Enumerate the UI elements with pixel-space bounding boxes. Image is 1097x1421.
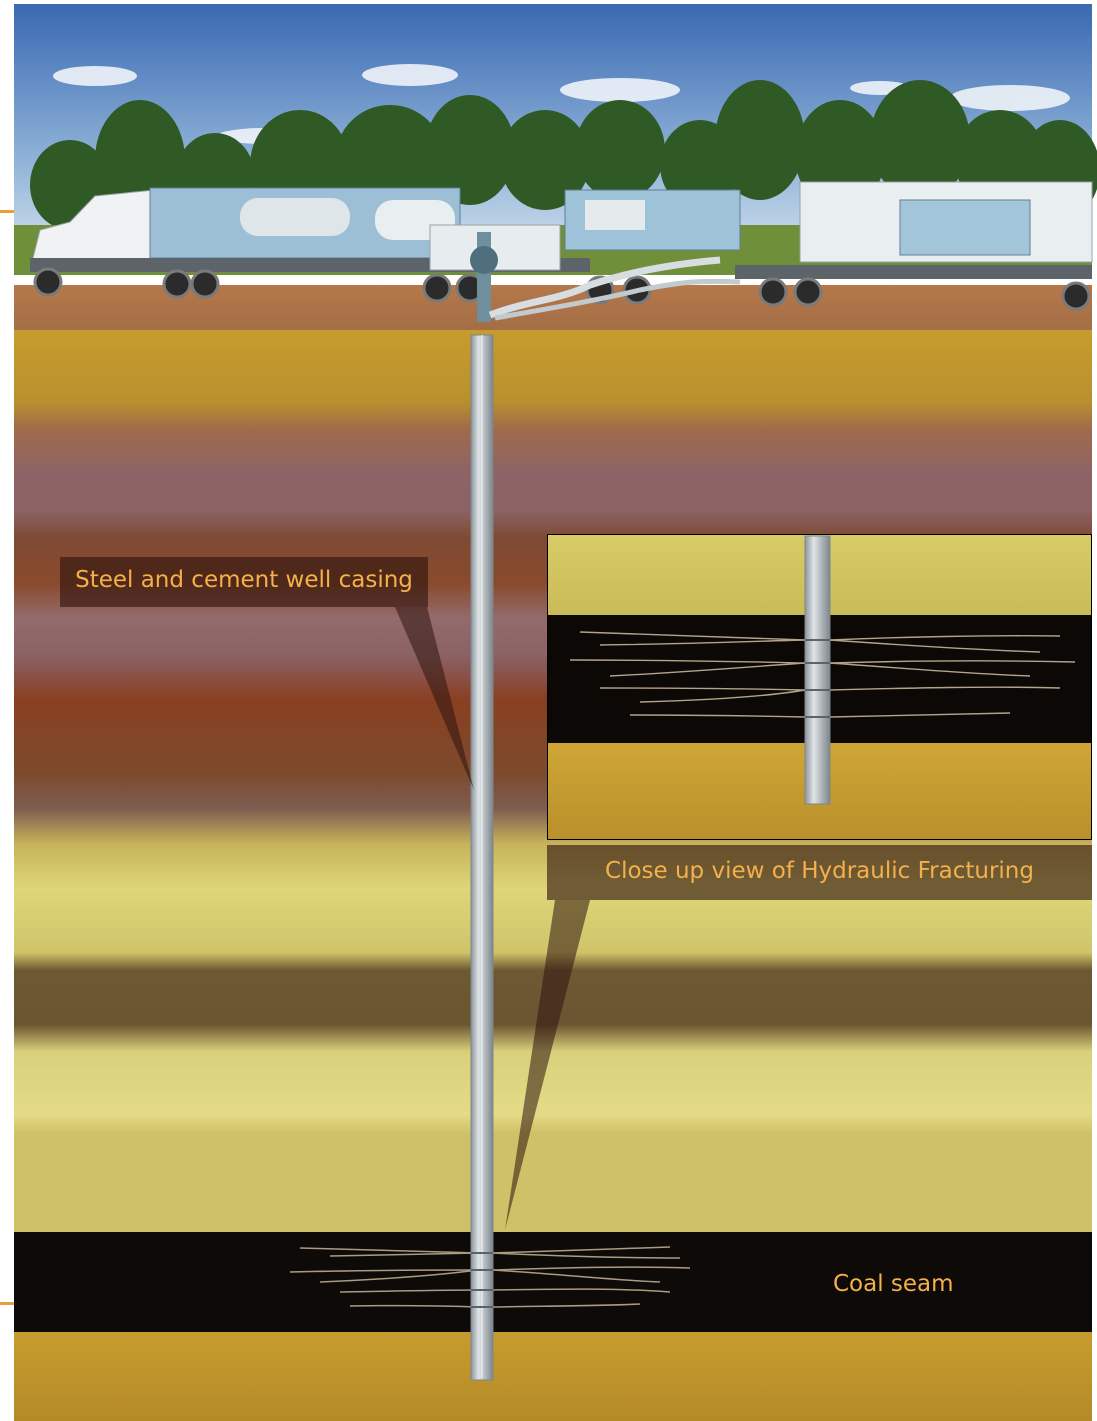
casing-pointer <box>395 607 474 790</box>
coal-seam-label: Coal seam <box>833 1267 954 1301</box>
casing-label-text: Steel and cement well casing <box>75 567 413 593</box>
closeup-label-text: Close up view of Hydraulic Fracturing <box>605 858 1034 884</box>
lower-soil-layer <box>14 1332 1092 1421</box>
coal-seam-layer <box>14 1232 1092 1332</box>
coal-seam-label-text: Coal seam <box>833 1271 954 1297</box>
frac-trucks <box>30 181 1093 322</box>
coal-fractures <box>289 1246 691 1308</box>
closeup-inset <box>547 534 1092 840</box>
closeup-pointer <box>505 900 590 1230</box>
casing-label: Steel and cement well casing <box>60 557 428 607</box>
closeup-label: Close up view of Hydraulic Fracturing <box>547 845 1092 900</box>
